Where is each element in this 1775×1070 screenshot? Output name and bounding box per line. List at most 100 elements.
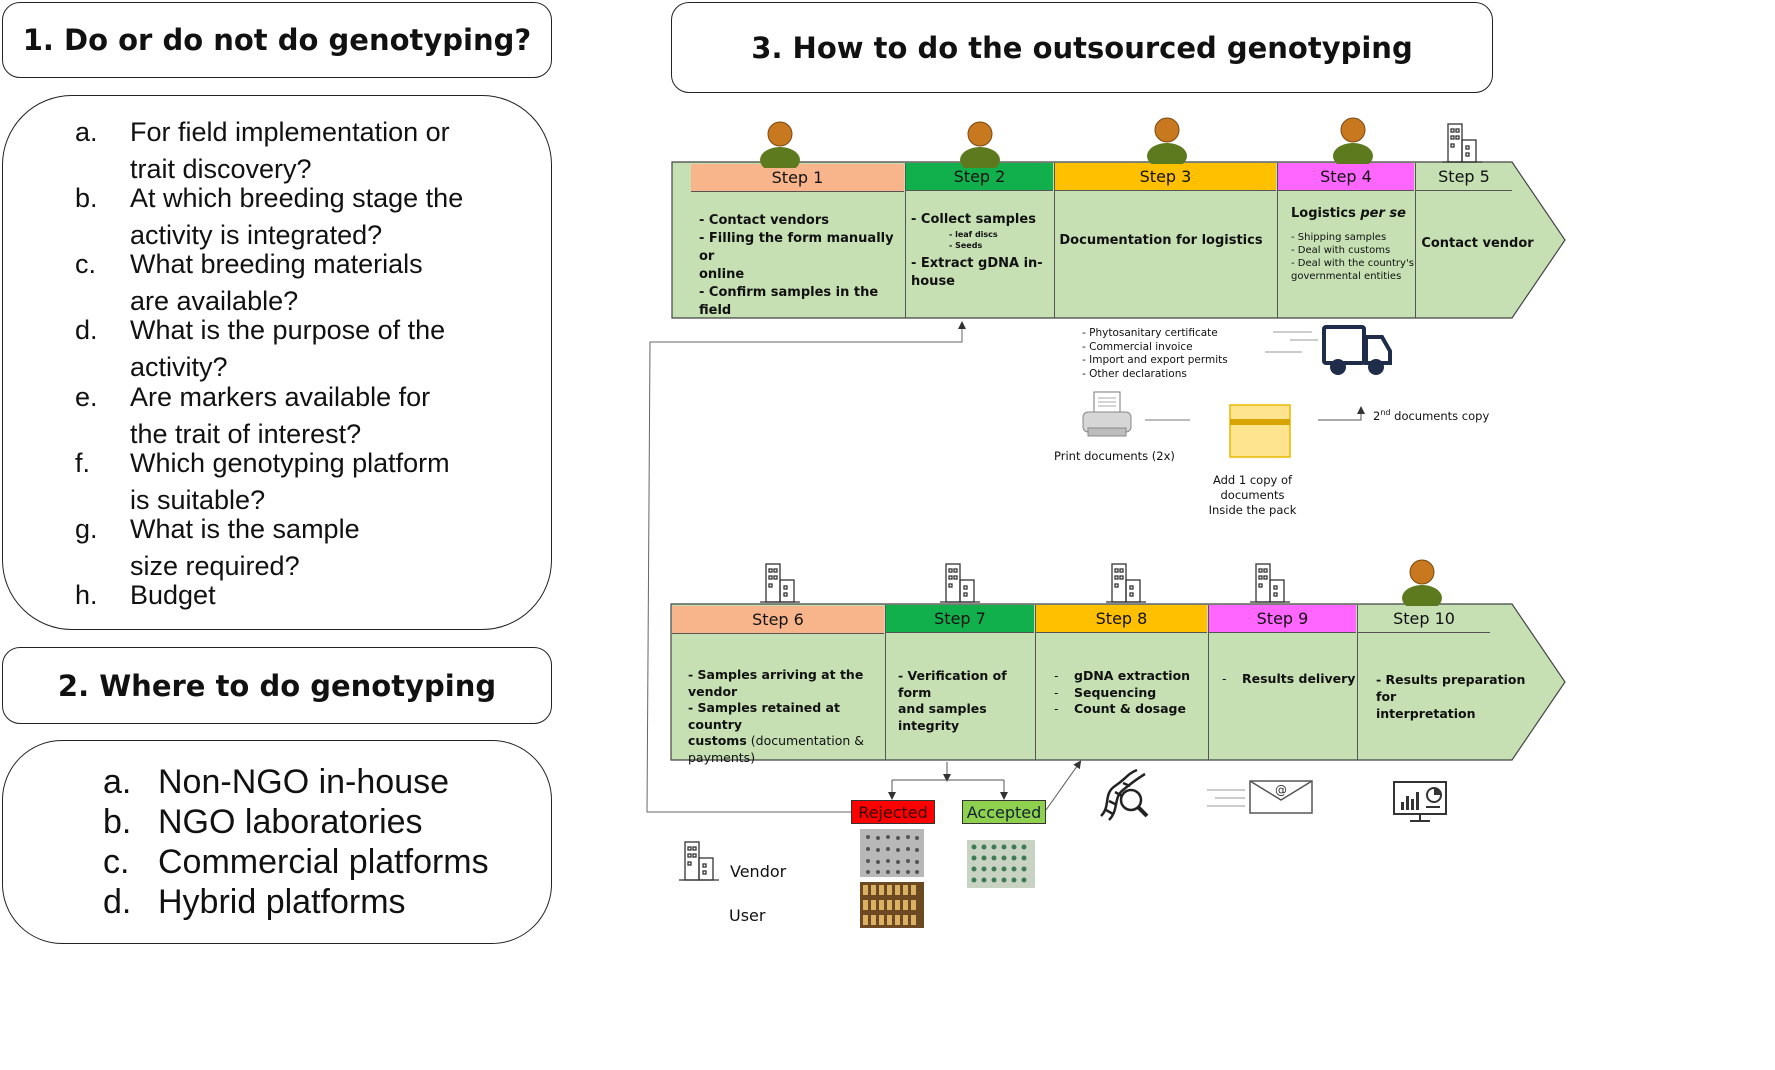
step-8-dash: - xyxy=(1054,668,1059,683)
row2-divider xyxy=(885,605,886,760)
question-letter: b. xyxy=(75,183,98,213)
step-10-content: - Results preparation for interpretation xyxy=(1376,671,1536,722)
step-2-main-1: - Collect samples xyxy=(911,212,1036,227)
location-item: c. Commercial platforms xyxy=(103,840,489,885)
location-item: a. Non-NGO in-house xyxy=(103,760,449,805)
step-2-main-2: - Extract gDNA in-house xyxy=(911,256,1043,289)
logistics-docs-list: - Phytosanitary certificate - Commercial… xyxy=(1082,327,1228,381)
step-10-line: interpretation xyxy=(1376,706,1476,721)
location-letter: b. xyxy=(103,803,132,841)
question-text: What is the purpose of the activity? xyxy=(130,315,446,382)
question-item: f. Which genotyping platform is suitable… xyxy=(75,445,475,519)
question-text: What breeding materials are available? xyxy=(130,249,423,316)
step-9-dash: - xyxy=(1222,671,1227,686)
logistics-doc: - Commercial invoice xyxy=(1082,340,1193,353)
step-1-content: - Contact vendors - Filling the form man… xyxy=(699,212,899,320)
question-item: a. For field implementation or trait dis… xyxy=(75,114,495,188)
step-7-header: Step 7 xyxy=(886,605,1034,633)
pack-label: Add 1 copy of documents Inside the pack xyxy=(1180,473,1325,518)
step-8-line: gDNA extraction xyxy=(1074,668,1191,683)
row2-arrow-shape xyxy=(670,603,1566,761)
rejected-badge: Rejected xyxy=(851,800,935,824)
section1-title: 1. Do or do not do genotyping? xyxy=(22,23,532,57)
question-letter: e. xyxy=(75,382,98,412)
location-text: Non-NGO in-house xyxy=(158,763,450,801)
step-4-line: - Shipping samples xyxy=(1291,232,1387,243)
step-3-content: Documentation for logistics xyxy=(1055,232,1267,250)
section3-title: 3. How to do the outsourced genotyping xyxy=(751,30,1413,65)
section2-title: 2. Where to do genotyping xyxy=(57,668,497,703)
step-5-text: Contact vendor xyxy=(1421,236,1534,251)
location-text: Commercial platforms xyxy=(158,843,489,881)
step-1-line: - Contact vendors xyxy=(699,213,830,228)
row1-arrow-shape xyxy=(671,161,1566,319)
step-9-text: Results delivery xyxy=(1242,671,1356,686)
user-icon xyxy=(960,121,1000,168)
step-6-normal: (documentation & xyxy=(746,733,865,748)
question-letter: h. xyxy=(75,580,98,610)
copy-label-num: 2 xyxy=(1373,408,1381,423)
step-2-content: - Collect samples - leaf discs - Seeds -… xyxy=(911,211,1056,291)
step-4-title-a: Logistics xyxy=(1291,206,1361,221)
question-text: At which breeding stage the activity is … xyxy=(130,183,464,250)
step-6-line: - Samples retained at country xyxy=(688,700,840,732)
printer-icon xyxy=(1082,391,1132,437)
copy-connector xyxy=(1318,406,1365,421)
step-6-content: - Samples arriving at the vendor - Sampl… xyxy=(688,667,888,766)
row1-divider xyxy=(1277,163,1278,318)
step-4-line: - Deal with customs xyxy=(1291,245,1391,256)
row1-divider xyxy=(1054,163,1055,318)
email-speed-lines xyxy=(1207,789,1245,807)
step-9-content: -Results delivery xyxy=(1222,670,1357,688)
section2-title-box: 2. Where to do genotyping xyxy=(2,647,552,724)
dna-search-icon xyxy=(1100,768,1149,821)
row2-divider xyxy=(1035,605,1036,760)
logistics-doc: - Other declarations xyxy=(1082,367,1187,380)
section1-title-box: 1. Do or do not do genotyping? xyxy=(2,2,552,78)
question-text: For field implementation or trait discov… xyxy=(130,117,450,184)
step-7-content: - Verification of form and samples integ… xyxy=(898,668,1033,734)
legend-user-label: User xyxy=(729,906,766,925)
step-1-header: Step 1 xyxy=(691,164,904,192)
location-letter: a. xyxy=(103,763,132,801)
rejected-label: Rejected xyxy=(858,802,928,822)
step-8-line: Sequencing xyxy=(1074,684,1157,700)
step-2-sub: - leaf discs xyxy=(949,230,998,239)
logistics-doc: - Phytosanitary certificate xyxy=(1082,327,1218,339)
step-5-content: Contact vendor xyxy=(1416,235,1539,253)
copy-label: 2nd documents copy xyxy=(1373,408,1489,423)
location-item: d. Hybrid platforms xyxy=(103,880,406,925)
question-text: What is the sample size required? xyxy=(130,514,360,581)
copy-label-text: documents copy xyxy=(1390,408,1490,423)
step-6-line: - Samples arriving at the vendor xyxy=(688,667,864,699)
rejected-samples-image-2 xyxy=(860,882,924,928)
section3-title-box: 3. How to do the outsourced genotyping xyxy=(671,2,1493,93)
user-icon xyxy=(760,121,800,168)
step-4-content: Logistics per se - Shipping samples - De… xyxy=(1291,205,1416,283)
logistics-doc: - Import and export permits xyxy=(1082,354,1228,366)
question-item: h. Budget xyxy=(75,577,465,614)
pack-icon xyxy=(1229,404,1291,458)
location-text: NGO laboratories xyxy=(158,803,423,841)
email-icon: @ xyxy=(1249,780,1313,814)
step-1-line: - Filling the form manually or xyxy=(699,231,894,264)
accepted-samples-image xyxy=(967,840,1035,888)
row2-divider xyxy=(1208,605,1209,760)
row1-divider xyxy=(905,163,906,318)
step-7-line: and samples integrity xyxy=(898,701,987,733)
question-letter: c. xyxy=(75,249,97,279)
accepted-to-step8-line xyxy=(1045,760,1082,811)
print-label: Print documents (2x) xyxy=(1054,449,1175,463)
accepted-label: Accepted xyxy=(966,802,1042,822)
step-8-line: Count & dosage xyxy=(1074,701,1186,716)
location-letter: d. xyxy=(103,883,132,921)
location-item: b. NGO laboratories xyxy=(103,800,423,845)
section1-list-box xyxy=(2,95,552,630)
step-8-content: -gDNA extraction -Sequencing -Count & do… xyxy=(1054,668,1204,718)
location-letter: c. xyxy=(103,843,130,881)
step-7-line: - Verification of form xyxy=(898,668,1007,700)
step-10-header: Step 10 xyxy=(1358,605,1490,633)
step-4-header: Step 4 xyxy=(1278,163,1414,191)
step-4-title-b: per se xyxy=(1360,206,1406,221)
